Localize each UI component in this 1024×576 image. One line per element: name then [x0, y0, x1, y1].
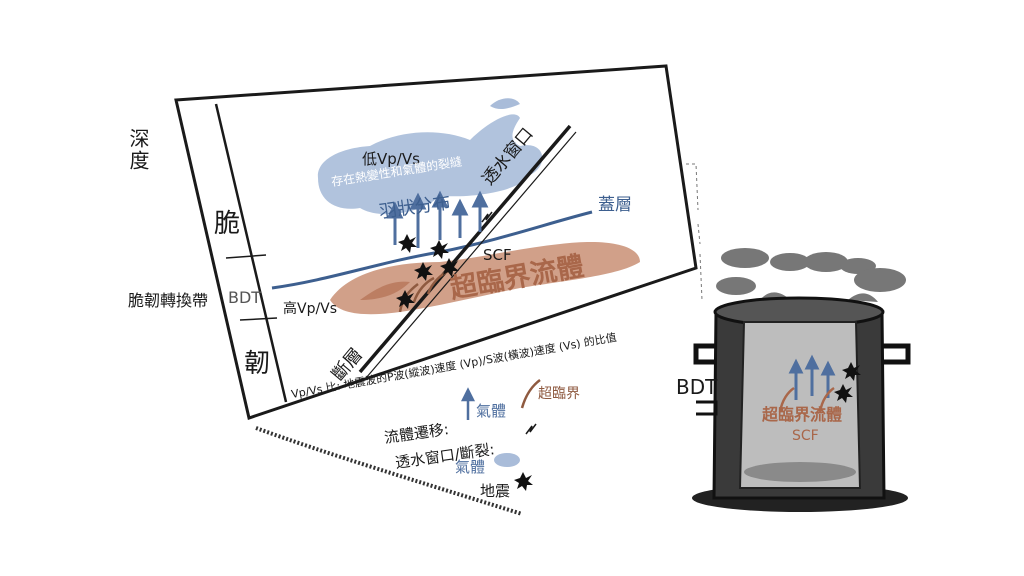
legend-bottom-edge	[255, 426, 523, 516]
cap-label: 蓋層	[598, 195, 632, 215]
window-ticks	[481, 211, 493, 223]
scf-arrow-icon	[520, 379, 541, 409]
earthquake-icon	[440, 258, 459, 277]
pot-scf-arrows	[778, 386, 835, 413]
legend: Vp/Vs 比: 地震波的P波(縱波)速度 (Vp)/S波(橫波)速度 (Vs)…	[255, 330, 618, 516]
cross-section-panel: 深度 脆 BDT 韌 脆韌轉換帶 低Vp/Vs 存在熱變性和氣體的裂縫 羽狀分布…	[126, 64, 698, 420]
transition-label: 脆韌轉換帶	[128, 291, 208, 310]
panel-frame	[174, 64, 698, 420]
cloud-wisp	[490, 98, 520, 110]
pot-illustration: BDT 超臨界流體 SCF	[676, 248, 911, 512]
earthquake-icon	[414, 262, 433, 281]
gas-cloud	[317, 114, 543, 215]
depth-label-char1: 深度	[126, 128, 150, 172]
migration-label: 流體遷移:	[383, 420, 450, 447]
scf-short-label: SCF	[483, 246, 512, 264]
bdt-short-label: BDT	[228, 288, 261, 307]
earthquake-markers	[396, 234, 459, 309]
fault-line	[358, 124, 572, 374]
legend-scf-label: 超臨界	[538, 386, 580, 402]
cloud-title: 低Vp/Vs	[362, 150, 420, 168]
ductile-separator	[239, 317, 278, 321]
pot-bdt-label: BDT	[676, 375, 718, 399]
connector-dashed	[686, 163, 703, 301]
pot-earthquakes	[834, 362, 861, 403]
gas-cloud-icon	[494, 453, 520, 467]
high-vpvs-label: 高Vp/Vs	[283, 300, 337, 317]
legend-earthquake-label: 地震	[480, 482, 510, 500]
bdt-side-mark	[696, 400, 718, 416]
earthquake-icon	[398, 234, 417, 253]
pot-scf-short: SCF	[792, 428, 819, 444]
earthquake-legend-icon	[514, 472, 533, 491]
brittle-label: 脆	[214, 209, 240, 239]
gas-arrows	[386, 190, 489, 248]
left-handle	[693, 343, 716, 365]
earthquake-icon	[430, 240, 449, 259]
ductile-label: 韌	[244, 349, 270, 379]
right-handle	[882, 343, 911, 365]
zone-strip-line	[214, 103, 288, 403]
pot-water-surface	[744, 462, 856, 482]
pot-scf-label: 超臨界流體	[761, 405, 842, 424]
steam-clouds	[716, 248, 906, 302]
scf-wisp	[360, 281, 410, 300]
legend-gas-label: 氣體	[476, 402, 506, 420]
gas-arrow-icon	[460, 387, 476, 420]
window-legend-icon	[525, 423, 537, 435]
brittle-separator	[225, 254, 267, 259]
earthquake-icon	[396, 290, 415, 309]
legend-gas-cloud-label: 氣體	[455, 458, 485, 476]
pot-interior	[738, 321, 862, 489]
fault-line-secondary	[365, 131, 577, 379]
